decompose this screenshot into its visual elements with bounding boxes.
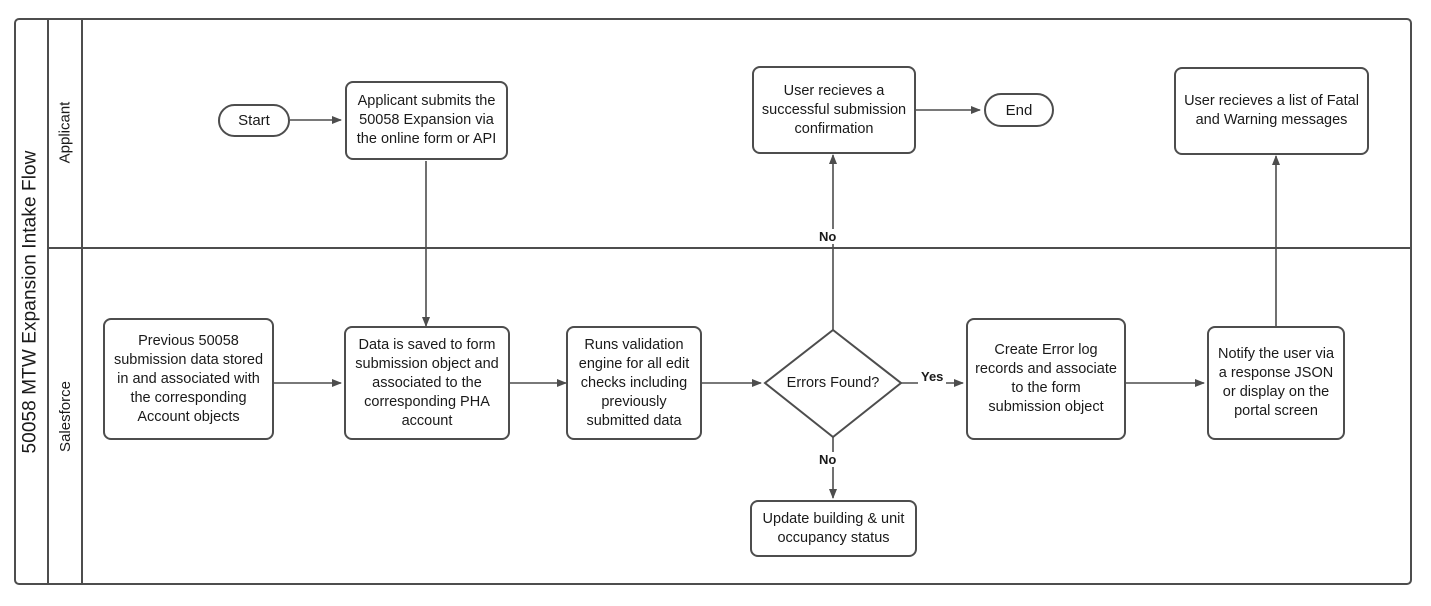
lane-label-applicant-text: Applicant: [56, 101, 74, 164]
node-success-confirmation-label: User recieves a successful submission co…: [761, 82, 907, 137]
node-applicant-submits-label: Applicant submits the 50058 Expansion vi…: [356, 93, 497, 147]
edge-label-no-up: No: [816, 229, 840, 244]
node-fatal-warning-list-label: User recieves a list of Fatal and Warnin…: [1184, 93, 1359, 128]
node-previous-submission-data[interactable]: Previous 50058 submission data stored in…: [103, 318, 274, 440]
lane-label-salesforce-text: Salesforce: [56, 380, 74, 452]
lane-divider: [49, 247, 1412, 249]
node-end[interactable]: End: [984, 93, 1054, 127]
node-previous-submission-data-label: Previous 50058 submission data stored in…: [113, 332, 264, 425]
pool-title-column: 50058 MTW Expansion Intake Flow: [14, 18, 49, 585]
node-errors-found-decision[interactable]: Errors Found?: [765, 330, 901, 437]
node-errors-found-label: Errors Found?: [786, 375, 880, 391]
node-validation-engine[interactable]: Runs validation engine for all edit chec…: [566, 326, 702, 440]
node-fatal-warning-list[interactable]: User recieves a list of Fatal and Warnin…: [1174, 67, 1369, 155]
node-success-confirmation[interactable]: User recieves a successful submission co…: [752, 66, 916, 154]
lane-label-applicant: Applicant: [49, 18, 83, 247]
node-applicant-submits[interactable]: Applicant submits the 50058 Expansion vi…: [345, 81, 508, 160]
node-create-error-log[interactable]: Create Error log records and associate t…: [966, 318, 1126, 440]
node-start[interactable]: Start: [218, 104, 290, 137]
node-start-label: Start: [238, 112, 270, 129]
node-notify-user[interactable]: Notify the user via a response JSON or d…: [1207, 326, 1345, 440]
node-create-error-log-label: Create Error log records and associate t…: [975, 342, 1117, 415]
node-end-label: End: [1005, 101, 1033, 119]
node-update-occupancy[interactable]: Update building & unit occupancy status: [750, 500, 917, 557]
lane-label-salesforce: Salesforce: [49, 247, 83, 585]
pool-title: 50058 MTW Expansion Intake Flow: [19, 149, 41, 454]
edge-label-yes: Yes: [918, 369, 947, 384]
edge-label-no-down: No: [816, 452, 840, 467]
node-data-saved[interactable]: Data is saved to form submission object …: [344, 326, 510, 440]
node-validation-engine-label: Runs validation engine for all edit chec…: [578, 336, 690, 429]
node-notify-user-label: Notify the user via a response JSON or d…: [1217, 346, 1335, 419]
node-data-saved-label: Data is saved to form submission object …: [355, 336, 499, 429]
node-update-occupancy-label: Update building & unit occupancy status: [762, 510, 905, 546]
